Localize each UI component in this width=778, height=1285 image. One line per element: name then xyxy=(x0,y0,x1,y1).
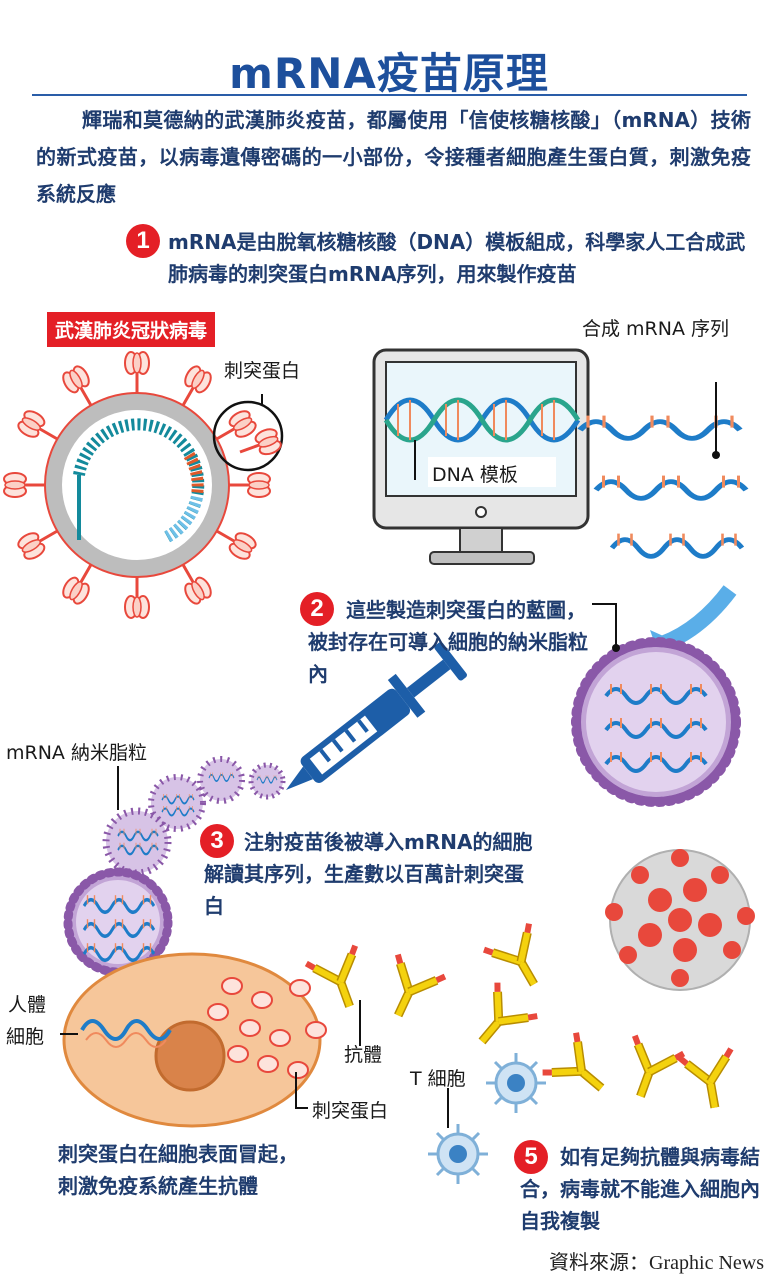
human-cell-graphic xyxy=(60,952,361,1128)
spike-protein-label: 刺突蛋白 xyxy=(224,360,301,382)
page-title: mRNA疫苗原理 xyxy=(229,49,549,98)
human-cell-label-line2: 細胞 xyxy=(6,1026,45,1048)
source-credit: 資料來源：Graphic News xyxy=(549,1252,764,1274)
virus-cluster xyxy=(605,849,755,991)
antibody-label: 抗體 xyxy=(344,1044,383,1066)
syringe-graphic xyxy=(286,642,467,790)
mrna-nanoparticle-label: mRNA 納米脂粒 xyxy=(6,742,147,764)
coronavirus-diagram xyxy=(2,350,285,620)
step-5-text: 如有足夠抗體與病毒結合，病毒就不能進入細胞內自我複製 xyxy=(520,1145,760,1233)
step-1-text: mRNA是由脫氧核糖核酸（DNA）模板組成，科學家人工合成武肺病毒的刺突蛋白mR… xyxy=(168,230,746,286)
step-3-text: 注射疫苗後被導入mRNA的細胞解讀其序列，生產數以百萬計刺突蛋白 xyxy=(204,830,533,918)
computer-monitor-graphic xyxy=(372,348,590,565)
step-1-badge: 1 xyxy=(126,224,160,258)
cell-surface-note: 刺突蛋白在細胞表面冒起，刺激免疫系統產生抗體 xyxy=(58,1142,298,1198)
human-cell-label-line1: 人體 xyxy=(8,994,47,1016)
virus-tag: 武漢肺炎冠狀病毒 xyxy=(47,312,216,347)
step-3-badge: 3 xyxy=(200,824,234,858)
dna-template-label: DNA 模板 xyxy=(432,464,518,486)
t-cell-label: T 細胞 xyxy=(410,1068,466,1090)
title-divider xyxy=(32,94,747,96)
step-5-badge: 5 xyxy=(514,1140,548,1174)
intro-paragraph: 輝瑞和莫德納的武漢肺炎疫苗，都屬使用「信使核糖核酸」（mRNA）技術的新式疫苗，… xyxy=(36,108,751,206)
t-cells xyxy=(426,1051,548,1186)
lipid-nanoparticle-large xyxy=(571,603,741,807)
synthetic-mrna-label: 合成 mRNA 序列 xyxy=(582,318,729,340)
step-2-badge: 2 xyxy=(300,592,334,626)
mrna-strands xyxy=(580,382,746,664)
spike-protein-label-2: 刺突蛋白 xyxy=(312,1100,389,1122)
step-2-text: 這些製造刺突蛋白的藍圖，被封存在可導入細胞的納米脂粒內 xyxy=(308,598,588,686)
